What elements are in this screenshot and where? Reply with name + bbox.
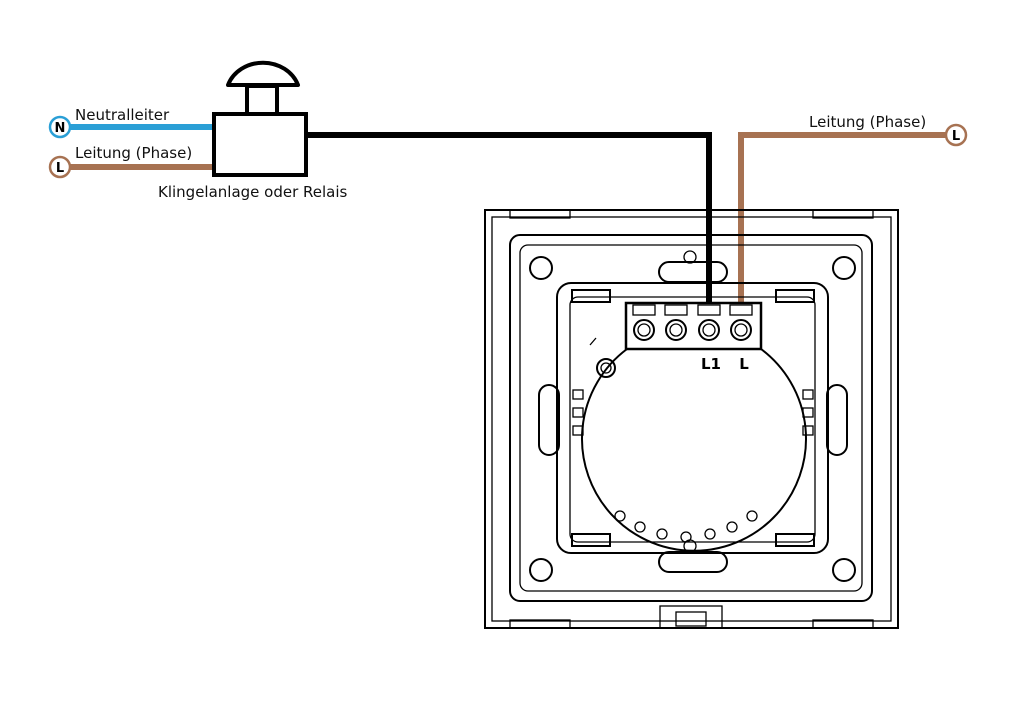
device-box [212, 112, 308, 177]
switched-wire-l1 [306, 132, 712, 314]
device-label: Klingelanlage oder Relais [158, 183, 348, 201]
phase-symbol-right: L [944, 123, 968, 147]
terminal-screw-2 [665, 319, 687, 341]
phase-label-right: Leitung (Phase) [809, 113, 926, 131]
neutral-label: Neutralleiter [75, 106, 170, 124]
phase-wire-right [738, 132, 950, 314]
terminal-label-l1: L1 [701, 355, 721, 373]
terminal-label-l: L [739, 355, 749, 373]
terminal-screw-l [730, 319, 752, 341]
svg-text:N: N [55, 121, 66, 136]
svg-text:L: L [56, 161, 64, 176]
terminal-screw-1 [633, 319, 655, 341]
svg-text:L: L [952, 129, 960, 144]
bell-button-icon [226, 60, 300, 116]
phase-label-left: Leitung (Phase) [75, 144, 192, 162]
phase-symbol-left: L [48, 155, 72, 179]
terminal-screw-l1 [698, 319, 720, 341]
wall-switch: L1 L [484, 209, 899, 629]
neutral-symbol: N [48, 115, 72, 139]
